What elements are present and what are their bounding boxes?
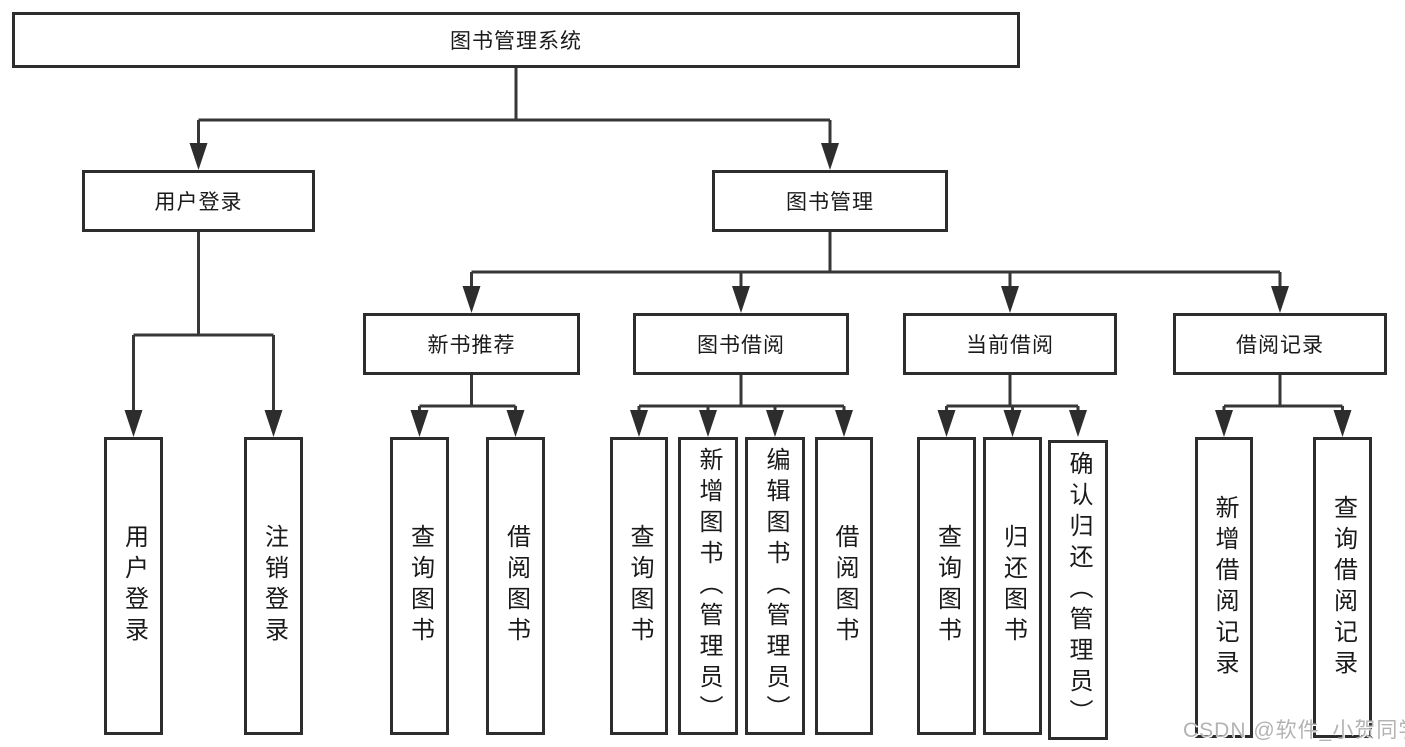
- connector-book-management-to-level3: [462, 232, 1289, 313]
- leaf-edit-books-admin: 编辑图书（管理员）: [745, 437, 805, 735]
- leaf-label: 查询图书: [933, 524, 961, 648]
- leaf-label: 查询图书: [626, 524, 653, 648]
- leaf-add-books-admin: 新增图书（管理员）: [678, 437, 738, 735]
- arrowhead-icon: [410, 410, 429, 437]
- arrowhead-icon: [1215, 410, 1233, 437]
- connector-user-login-to-leaves: [124, 232, 283, 437]
- leaf-label: 查询图书: [406, 524, 434, 648]
- node-label: 图书借阅: [697, 334, 785, 357]
- node-label: 借阅记录: [1236, 334, 1324, 357]
- node-label: 用户登录: [154, 191, 243, 214]
- leaf-label: 注销登录: [260, 524, 288, 648]
- arrowhead-icon: [732, 286, 750, 313]
- leaf-label: 编辑图书（管理员）: [762, 446, 789, 726]
- arrowhead-icon: [264, 410, 283, 437]
- leaf-confirm-return-admin: 确认归还（管理员）: [1048, 440, 1108, 740]
- node-label: 新书推荐: [427, 334, 516, 357]
- connector-records-to-leaves: [1215, 375, 1352, 437]
- leaf-query-books-recommend: 查询图书: [390, 437, 449, 735]
- leaf-label: 借阅图书: [831, 524, 858, 648]
- arrowhead-icon: [821, 143, 839, 170]
- connector-root-to-level2: [189, 68, 839, 170]
- arrowhead-icon: [124, 410, 143, 437]
- leaf-query-books-current: 查询图书: [917, 437, 976, 735]
- leaf-return-books: 归还图书: [983, 437, 1042, 735]
- node-label: 图书管理系统: [450, 30, 582, 53]
- arrowhead-icon: [766, 410, 784, 437]
- leaf-logout-login: 注销登录: [244, 437, 303, 735]
- node-user-login: 用户登录: [82, 170, 315, 232]
- connector-recommendation-to-leaves: [410, 375, 525, 437]
- leaf-label: 用户登录: [120, 524, 148, 648]
- node-book-borrowing: 图书借阅: [633, 313, 849, 375]
- arrowhead-icon: [189, 143, 208, 170]
- leaf-borrow-books: 借阅图书: [815, 437, 873, 735]
- arrowhead-icon: [1333, 410, 1352, 437]
- node-library-system: 图书管理系统: [12, 12, 1020, 68]
- arrowhead-icon: [506, 410, 525, 437]
- node-label: 当前借阅: [966, 334, 1054, 357]
- leaf-query-borrow-record: 查询借阅记录: [1313, 437, 1372, 738]
- arrowhead-icon: [1069, 410, 1087, 437]
- arrowhead-icon: [699, 410, 717, 437]
- arrowhead-icon: [630, 410, 648, 437]
- csdn-watermark: CSDN @软件_小贺同学: [1183, 719, 1405, 742]
- leaf-label: 归还图书: [999, 524, 1027, 648]
- node-borrowing-records: 借阅记录: [1173, 313, 1387, 375]
- node-book-management: 图书管理: [712, 170, 948, 232]
- leaf-label: 新增图书（管理员）: [695, 446, 722, 726]
- node-current-borrowing: 当前借阅: [903, 313, 1117, 375]
- arrowhead-icon: [1003, 410, 1022, 437]
- arrowhead-icon: [835, 410, 853, 437]
- leaf-add-borrow-record: 新增借阅记录: [1195, 437, 1253, 738]
- leaf-label: 查询借阅记录: [1329, 494, 1357, 681]
- connector-borrowing-to-leaves: [630, 375, 853, 437]
- leaf-user-login: 用户登录: [104, 437, 163, 735]
- arrowhead-icon: [1271, 286, 1289, 313]
- leaf-borrow-books-recommend: 借阅图书: [486, 437, 545, 735]
- leaf-label: 确认归还（管理员）: [1065, 450, 1092, 730]
- connector-current-to-leaves: [937, 375, 1087, 437]
- leaf-query-books-borrow: 查询图书: [610, 437, 668, 735]
- arrowhead-icon: [1001, 286, 1019, 313]
- node-label: 图书管理: [786, 191, 874, 214]
- leaf-label: 借阅图书: [502, 524, 530, 648]
- leaf-label: 新增借阅记录: [1211, 494, 1238, 681]
- node-new-book-recommendation: 新书推荐: [363, 313, 580, 375]
- arrowhead-icon: [937, 410, 956, 437]
- arrowhead-icon: [462, 286, 481, 313]
